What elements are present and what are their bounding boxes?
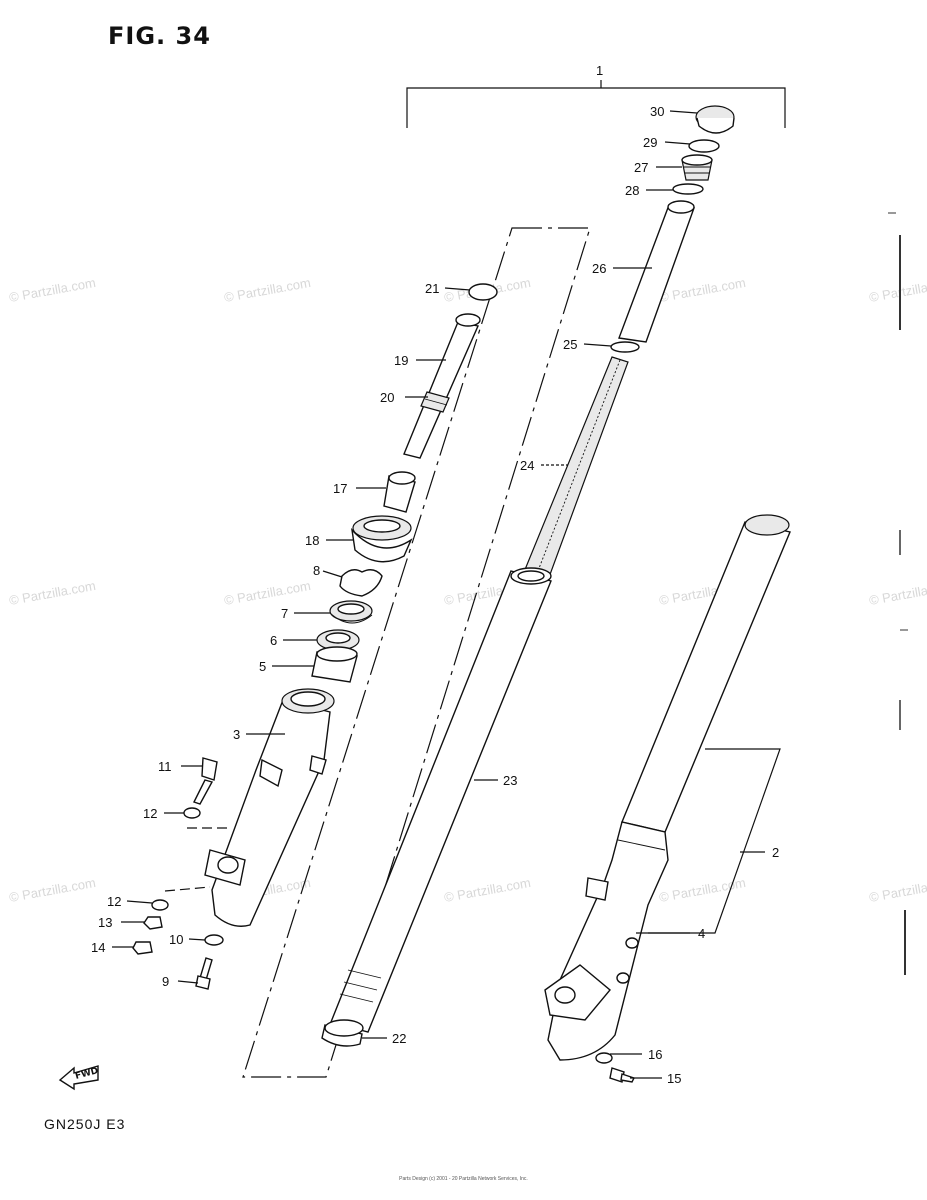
callout-16: 16	[648, 1047, 662, 1062]
callout-6: 6	[270, 633, 277, 648]
slide-bushing-22	[321, 1019, 364, 1047]
callout-24: 24	[520, 458, 534, 473]
callout-12-upper: 12	[143, 806, 157, 821]
callout-2: 2	[772, 845, 779, 860]
footer-line-2: Parts Design (c) 2001 - 20 Partzilla Net…	[399, 1176, 528, 1182]
washer-16	[595, 1052, 613, 1064]
watermark: © Partzilla.com	[8, 578, 97, 608]
callout-8: 8	[313, 563, 320, 578]
inner-fork-tube-23	[330, 567, 552, 1033]
o-ring-29	[688, 139, 720, 153]
spring-adjuster-27	[681, 154, 713, 181]
guide-bushing-5	[311, 646, 358, 683]
callout-13: 13	[98, 915, 112, 930]
watermark: © Partzilla.com	[8, 875, 97, 905]
outer-tube-3	[204, 688, 335, 927]
callout-9: 9	[162, 974, 169, 989]
callout-22: 22	[392, 1031, 406, 1046]
callout-1: 1	[596, 63, 603, 78]
callout-26: 26	[592, 261, 606, 276]
outer-tube-2	[544, 514, 791, 1061]
callout-21: 21	[425, 281, 439, 296]
washer-25	[610, 341, 640, 353]
callout-17: 17	[333, 481, 347, 496]
oil-lock-piece-17	[383, 471, 416, 513]
dust-seal-18	[350, 515, 413, 563]
callout-10: 10	[169, 932, 183, 947]
watermark: © Partzilla.com	[868, 578, 927, 608]
washer-21	[468, 283, 498, 301]
inner-tube-group-outline	[242, 227, 591, 1078]
callout-29: 29	[643, 135, 657, 150]
callout-15: 15	[667, 1071, 681, 1086]
watermark: © Partzilla.com	[868, 875, 927, 905]
callout-19: 19	[394, 353, 408, 368]
callout-leaders	[112, 110, 765, 1079]
callout-7: 7	[281, 606, 288, 621]
seal-spacer-7	[329, 600, 373, 624]
watermark: © Partzilla.com	[8, 275, 97, 305]
callout-20: 20	[380, 390, 394, 405]
nut-14	[132, 941, 153, 955]
callout-12-lower: 12	[107, 894, 121, 909]
figure-title: FIG. 34	[108, 22, 211, 50]
washer-12-lower	[151, 899, 169, 911]
callout-14: 14	[91, 940, 105, 955]
callout-3: 3	[233, 727, 240, 742]
callout-28: 28	[625, 183, 639, 198]
cap-bolt-30	[695, 105, 735, 134]
bolt-9	[195, 957, 213, 990]
callout-25: 25	[563, 337, 577, 352]
forward-arrow-icon: FWD	[58, 1065, 100, 1091]
bolt-11	[193, 757, 218, 805]
model-code: GN250J E3	[44, 1116, 126, 1132]
oil-seal-6	[316, 629, 360, 651]
assembly-bracket	[406, 87, 786, 128]
callout-labels: 1 30 29 27 28 26 25 24 21 19 20 17 18 8 …	[91, 63, 779, 1086]
scan-edge-marks	[888, 212, 908, 975]
watermark: © Partzilla.com	[658, 275, 747, 305]
callout-27: 27	[634, 160, 648, 175]
washer-10	[204, 934, 224, 946]
washer-12-upper	[183, 807, 201, 819]
spacer-tube-26	[618, 200, 695, 343]
callout-23: 23	[503, 773, 517, 788]
callout-11: 11	[158, 759, 172, 774]
watermark: © Partzilla.com	[223, 578, 312, 608]
damper-rod-19	[403, 313, 481, 459]
drain-screw-15	[609, 1067, 635, 1083]
callout-4: 4	[698, 926, 705, 941]
nut-13	[143, 916, 163, 930]
callout-5: 5	[259, 659, 266, 674]
circlip-8	[339, 569, 383, 597]
watermark: © Partzilla.com	[443, 875, 532, 905]
callout-30: 30	[650, 104, 664, 119]
washer-28	[672, 183, 704, 195]
copyright-footer: Parts Design (c) 2001 - 20 Partzilla Net…	[0, 1176, 927, 1182]
watermark: © Partzilla.com	[223, 275, 312, 305]
callout-18: 18	[305, 533, 319, 548]
watermark: © Partzilla.com	[868, 275, 927, 305]
alignment-line	[164, 886, 211, 892]
